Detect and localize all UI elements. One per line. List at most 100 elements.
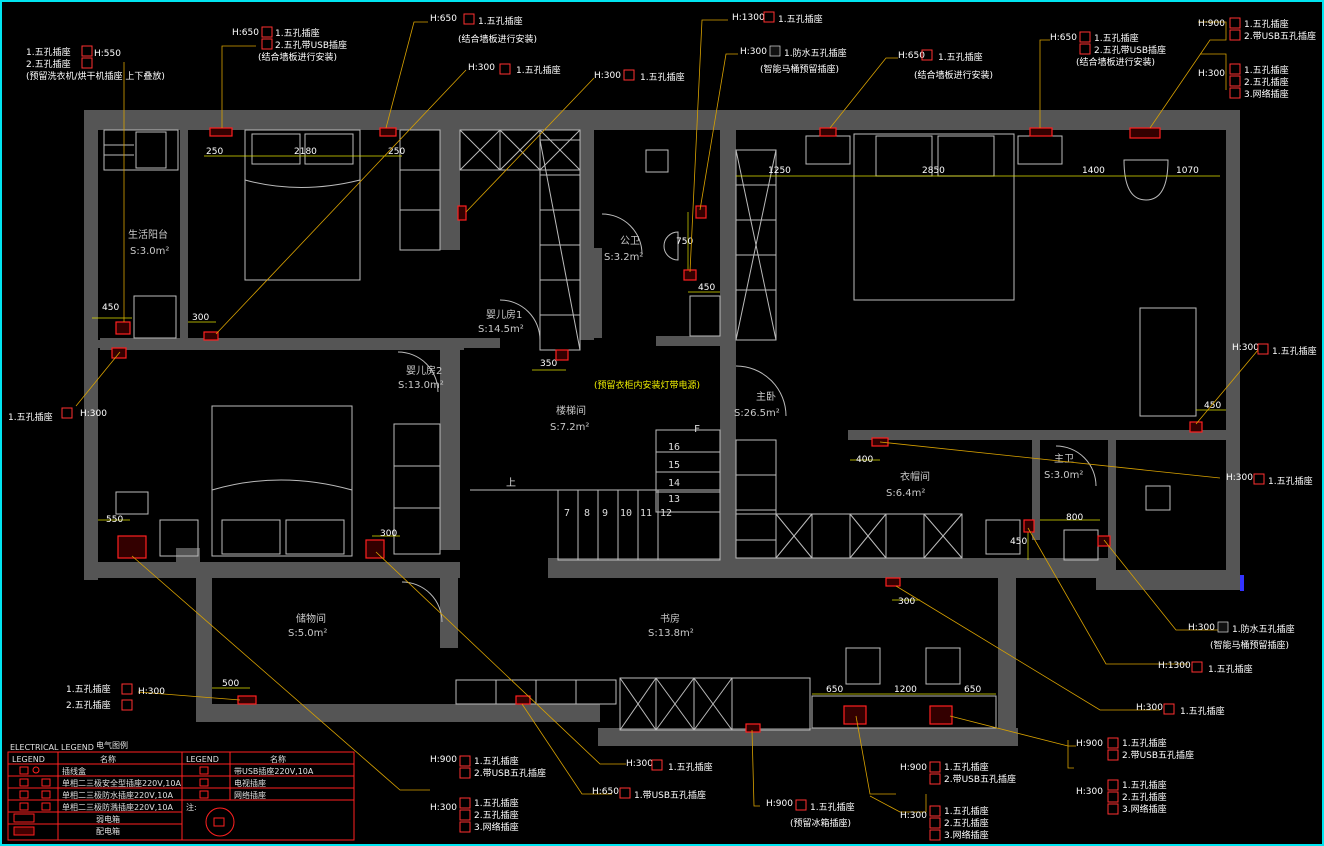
tag-line1: 1.五孔插座 xyxy=(778,13,823,25)
tag-height: H:300 xyxy=(138,687,165,697)
tag-storage-wall: 1.五孔插座 2.五孔插座 H:300 xyxy=(66,683,165,711)
room-area-bath1: S:3.2m² xyxy=(604,252,643,263)
tag-line1: 1.五孔插座 xyxy=(26,46,71,58)
tag-height: H:550 xyxy=(94,49,121,59)
tag-line3-b: 3.网络插座 xyxy=(1122,803,1167,815)
legend-header-3: LEGEND xyxy=(186,755,219,764)
dim-400: 400 xyxy=(856,455,873,465)
tag-line1: 1.五孔插座 xyxy=(944,761,989,773)
legend-header-2: 名称 xyxy=(100,754,116,764)
tag-line1: 1.带USB五孔插座 xyxy=(634,789,706,801)
stair-up-label: 上 xyxy=(506,477,516,489)
legend-title-cn: 电气图例 xyxy=(96,740,128,750)
tag-line1: 1.五孔插座 xyxy=(810,801,855,813)
tag-line1-b: 1.五孔插座 xyxy=(944,805,989,817)
tag-balcony-washer: H:550 1.五孔插座 2.五孔插座 (预留洗衣机/烘干机插座 上下叠放) xyxy=(26,45,165,82)
tag-study-desk-right: H:900 1.五孔插座 2.带USB五孔插座 H:300 1.五孔插座 2.五… xyxy=(1076,737,1194,815)
stair-step-10: 10 xyxy=(620,508,632,519)
tag-line2: 2.五孔插座 xyxy=(26,58,71,70)
tag-height-b: H:300 xyxy=(430,803,457,813)
socket-tags: H:550 1.五孔插座 2.五孔插座 (预留洗衣机/烘干机插座 上下叠放) H… xyxy=(8,11,1317,841)
tag-master-desk-side: H:300 1.五孔插座 xyxy=(1232,343,1317,357)
tag-note: (预留衣柜内安装灯带电源) xyxy=(594,379,700,391)
dim-2180: 2180 xyxy=(294,147,317,157)
legend-header-1: LEGEND xyxy=(12,755,45,764)
room-area-stair: S:7.2m² xyxy=(550,422,589,433)
legend-row2-1: 带USB插座220V,10A xyxy=(234,766,314,776)
stair-f-label: F xyxy=(694,424,700,435)
room-name-bedroom1: 婴儿房1 xyxy=(486,308,522,321)
tag-note: (结合墙板进行安装) xyxy=(1076,56,1155,68)
tag-line3-b: 3.网络插座 xyxy=(944,829,989,841)
tag-line2: 2.带USB五孔插座 xyxy=(1244,30,1316,42)
tag-height: H:650 xyxy=(430,14,457,24)
tag-height: H:300 xyxy=(1232,343,1259,353)
tag-note: (结合墙板进行安装) xyxy=(458,33,537,45)
dim-750: 750 xyxy=(676,237,693,247)
dim-300-study: 300 xyxy=(898,597,915,607)
tag-bath1-toilet: H:300 1.防水五孔插座 (智能马桶预留插座) xyxy=(740,45,847,75)
tag-stair-wall: H:300 1.五孔插座 xyxy=(594,69,685,83)
legend-note-label: 注: xyxy=(186,802,197,812)
tag-line2-b: 2.五孔插座 xyxy=(474,809,519,821)
tag-height: H:300 xyxy=(80,409,107,419)
tag-line2: 2.五孔插座 xyxy=(66,699,111,711)
tag-line1: 1.五孔插座 xyxy=(1268,475,1313,487)
tag-height: H:900 xyxy=(430,755,457,765)
tag-bedroom2-bedside: H:900 1.五孔插座 2.带USB五孔插座 H:300 1.五孔插座 2.五… xyxy=(430,755,546,833)
tag-note: (结合墙板进行安装) xyxy=(914,69,993,81)
tag-note: (智能马桶预留插座) xyxy=(1210,639,1289,651)
tag-line1: 1.五孔插座 xyxy=(1272,345,1317,357)
stair-step-12: 12 xyxy=(660,508,672,519)
dim-500: 500 xyxy=(222,679,239,689)
dim-1200: 1200 xyxy=(894,685,917,695)
stair-step-16: 16 xyxy=(668,442,680,453)
tag-height: H:900 xyxy=(1198,19,1225,29)
tag-height: H:300 xyxy=(594,71,621,81)
stair-step-9: 9 xyxy=(602,508,608,519)
dim-300-balcony: 300 xyxy=(192,313,209,323)
tag-line1: 1.五孔插座 xyxy=(1180,705,1225,717)
tag-height: H:900 xyxy=(1076,739,1103,749)
dim-2850: 2850 xyxy=(922,166,945,176)
tag-height: H:300 xyxy=(1226,473,1253,483)
tag-line1-b: 1.五孔插座 xyxy=(1122,779,1167,791)
tag-height: H:650 xyxy=(898,51,925,61)
legend-row-2: 单相二三极安全型插座220V,10A xyxy=(62,778,181,788)
room-area-bedroom1: S:14.5m² xyxy=(478,324,524,335)
room-name-study: 书房 xyxy=(660,612,680,625)
room-name-stair: 楼梯间 xyxy=(556,404,586,417)
tag-height: H:1300 xyxy=(732,13,765,23)
tag-height: H:300 xyxy=(468,63,495,73)
tag-height: H:300 xyxy=(740,47,767,57)
dim-650-a: 650 xyxy=(826,685,843,695)
room-area-master: S:26.5m² xyxy=(734,408,780,419)
stair-step-8: 8 xyxy=(584,508,590,519)
dim-250-a: 250 xyxy=(206,147,223,157)
legend-row-6: 配电箱 xyxy=(96,826,120,836)
dim-450-bath1: 450 xyxy=(698,283,715,293)
tag-bedroom1-bedside: H:650 1.五孔插座 2.五孔带USB插座 (结合墙板进行安装) xyxy=(232,26,347,63)
tag-study-fridge: H:900 1.五孔插座 (预留冰箱插座) xyxy=(766,799,855,829)
dim-250-b: 250 xyxy=(388,147,405,157)
tag-line1: 1.防水五孔插座 xyxy=(1232,623,1295,635)
tag-line1: 1.五孔插座 xyxy=(938,51,983,63)
room-area-closet: S:6.4m² xyxy=(886,488,925,499)
tag-line1: 1.五孔插座 xyxy=(516,64,561,76)
tag-height-b: H:300 xyxy=(1076,787,1103,797)
room-area-masterbath: S:3.0m² xyxy=(1044,470,1083,481)
dim-450-balcony: 450 xyxy=(102,303,119,313)
tag-line2: 2.五孔带USB插座 xyxy=(275,39,347,51)
legend-row2-2: 电视插座 xyxy=(234,778,266,788)
room-name-storage: 储物间 xyxy=(296,612,326,625)
stairs: 16 15 14 13 7 8 9 10 11 12 上 F xyxy=(506,424,721,561)
tag-line2-b: 2.五孔插座 xyxy=(1122,791,1167,803)
stair-step-15: 15 xyxy=(668,460,680,471)
room-name-masterbath: 主卫 xyxy=(1054,453,1074,465)
tag-study-wall: H:300 1.五孔插座 xyxy=(1136,703,1225,717)
tag-bedroom1-wall: H:650 1.五孔插座 (结合墙板进行安装) xyxy=(430,13,537,45)
tag-height: H:300 xyxy=(626,759,653,769)
tag-line3-b: 3.网络插座 xyxy=(1244,88,1289,100)
tag-master-desk-top: H:900 1.五孔插座 2.带USB五孔插座 H:300 1.五孔插座 2.五… xyxy=(1198,17,1316,100)
